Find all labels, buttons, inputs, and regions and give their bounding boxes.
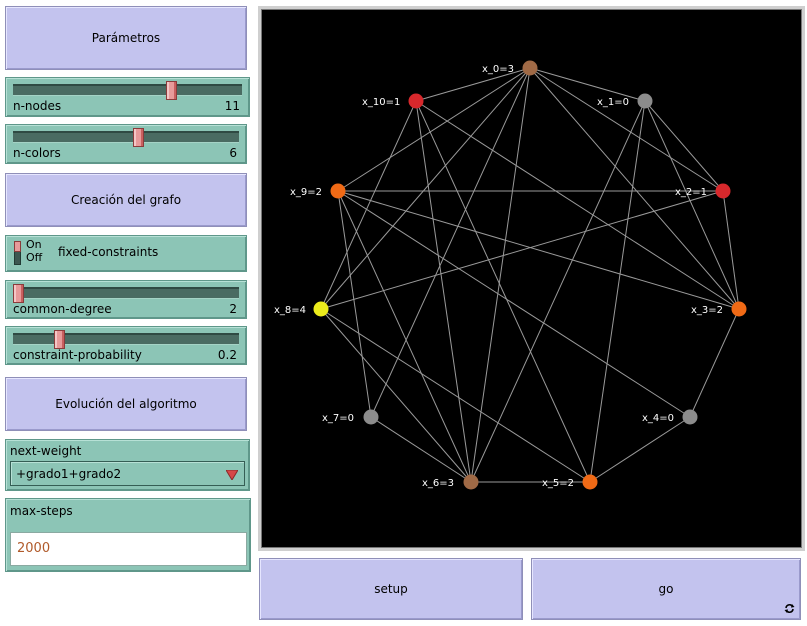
slider-value: 6 bbox=[229, 146, 237, 160]
slider-constraint-probability[interactable]: constraint-probability 0.2 bbox=[5, 326, 247, 365]
parametros-label: Parámetros bbox=[91, 31, 161, 45]
input-max-steps[interactable]: max-steps 2000 bbox=[5, 498, 251, 572]
node-x4 bbox=[682, 409, 698, 425]
node-label-x2: x_2=1 bbox=[675, 187, 707, 198]
switch-track[interactable] bbox=[14, 241, 21, 265]
node-x2 bbox=[715, 183, 731, 199]
slider-n-colors[interactable]: n-colors 6 bbox=[5, 124, 247, 164]
creacion-grafo-label: Creación del grafo bbox=[70, 193, 182, 207]
node-label-x7: x_7=0 bbox=[322, 413, 354, 424]
edge-x0-x6 bbox=[470, 67, 531, 483]
evolucion-algoritmo-button[interactable]: Evolución del algoritmo bbox=[5, 377, 247, 431]
slider-track[interactable] bbox=[13, 131, 239, 143]
edge-x1-x5 bbox=[589, 100, 646, 483]
slider-thumb[interactable] bbox=[133, 128, 144, 147]
edge-x0-x8 bbox=[320, 67, 531, 310]
world-view[interactable]: x_0=3 x_1=0 x_2=1 x_3=2 x_4=0 x_5=2 x_6=3 x_7=0… bbox=[261, 9, 802, 548]
node-label-x6: x_6=3 bbox=[422, 478, 454, 489]
edge-x5-x10 bbox=[415, 100, 591, 483]
slider-label: n-colors bbox=[13, 146, 61, 160]
edge-x4-x9 bbox=[337, 190, 691, 418]
node-label-x4: x_4=0 bbox=[642, 413, 674, 424]
slider-value: 11 bbox=[224, 99, 240, 113]
slider-value: 2 bbox=[229, 302, 237, 316]
edge-x0-x7 bbox=[370, 67, 531, 418]
edge-x0-x2 bbox=[529, 67, 724, 192]
slider-track[interactable] bbox=[13, 333, 239, 345]
edge-x3-x10 bbox=[415, 100, 740, 310]
edge-x6-x9 bbox=[337, 190, 472, 483]
edge-x2-x3 bbox=[722, 190, 740, 310]
edge-x1-x3 bbox=[644, 100, 740, 310]
edge-x2-x8 bbox=[320, 190, 724, 310]
edge-x4-x5 bbox=[589, 416, 691, 483]
node-x1 bbox=[637, 93, 653, 109]
go-button[interactable]: go bbox=[531, 558, 801, 620]
slider-label: common-degree bbox=[13, 302, 112, 316]
max-steps-value: 2000 bbox=[17, 541, 51, 556]
node-x9 bbox=[330, 183, 346, 199]
setup-label: setup bbox=[374, 582, 408, 596]
chooser-label: next-weight bbox=[10, 444, 82, 458]
edge-x1-x6 bbox=[470, 100, 646, 483]
node-x8 bbox=[313, 301, 329, 317]
dropdown-arrow-icon[interactable] bbox=[226, 470, 238, 480]
forever-icon bbox=[784, 604, 795, 613]
node-label-x8: x_8=4 bbox=[274, 305, 306, 316]
max-steps-field[interactable]: 2000 bbox=[10, 532, 247, 566]
switch-off-label: Off bbox=[26, 251, 43, 264]
go-label: go bbox=[658, 582, 674, 596]
edge-x0-x1 bbox=[529, 67, 646, 102]
edge-x8-x10 bbox=[320, 100, 417, 310]
node-x6 bbox=[463, 474, 479, 490]
slider-value: 0.2 bbox=[217, 348, 237, 362]
setup-button[interactable]: setup bbox=[259, 558, 523, 620]
node-label-x0: x_0=3 bbox=[482, 64, 514, 75]
slider-n-nodes[interactable]: n-nodes 11 bbox=[5, 77, 250, 117]
edge-x6-x8 bbox=[320, 308, 472, 483]
input-label: max-steps bbox=[10, 504, 73, 518]
evolucion-algoritmo-label: Evolución del algoritmo bbox=[55, 397, 197, 411]
node-label-x10: x_10=1 bbox=[362, 97, 400, 108]
edge-x1-x2 bbox=[644, 100, 724, 192]
node-label-x9: x_9=2 bbox=[290, 187, 322, 198]
node-label-x1: x_1=0 bbox=[597, 97, 629, 108]
node-x7 bbox=[363, 409, 379, 425]
creacion-grafo-button[interactable]: Creación del grafo bbox=[5, 173, 247, 227]
node-x3 bbox=[731, 301, 747, 317]
node-x10 bbox=[408, 93, 424, 109]
switch-on-label: On bbox=[26, 238, 42, 251]
node-label-x3: x_3=2 bbox=[691, 305, 723, 316]
edge-x3-x4 bbox=[689, 308, 740, 418]
node-x5 bbox=[582, 474, 598, 490]
switch-label: fixed-constraints bbox=[58, 245, 159, 259]
edge-x6-x10 bbox=[415, 100, 472, 483]
slider-label: constraint-probability bbox=[13, 348, 142, 362]
parametros-button[interactable]: Parámetros bbox=[5, 6, 247, 70]
node-label-x5: x_5=2 bbox=[542, 478, 574, 489]
chooser-selected-value: +grado1+grado2 bbox=[16, 467, 122, 481]
slider-label: n-nodes bbox=[13, 99, 62, 113]
slider-thumb[interactable] bbox=[13, 284, 24, 303]
slider-common-degree[interactable]: common-degree 2 bbox=[5, 280, 247, 319]
edge-x3-x9 bbox=[337, 190, 740, 310]
edge-x5-x8 bbox=[320, 308, 591, 483]
graph-canvas: x_0=3 x_1=0 x_2=1 x_3=2 x_4=0 x_5=2 x_6=3 x_7=0… bbox=[274, 60, 747, 490]
edge-x6-x7 bbox=[370, 416, 472, 483]
edge-x0-x10 bbox=[415, 67, 531, 102]
edge-x0-x9 bbox=[337, 67, 531, 192]
slider-thumb[interactable] bbox=[54, 330, 65, 349]
slider-track[interactable] bbox=[13, 287, 239, 299]
chooser-next-weight[interactable]: next-weight +grado1+grado2 bbox=[5, 439, 250, 491]
switch-fixed-constraints[interactable]: On Off fixed-constraints bbox=[5, 235, 247, 272]
chooser-select[interactable]: +grado1+grado2 bbox=[10, 461, 245, 486]
edge-x0-x3 bbox=[529, 67, 740, 310]
slider-thumb[interactable] bbox=[166, 81, 177, 100]
node-x0 bbox=[522, 60, 538, 76]
edge-x7-x9 bbox=[337, 190, 372, 418]
switch-knob[interactable] bbox=[14, 241, 21, 252]
slider-track[interactable] bbox=[13, 84, 242, 96]
